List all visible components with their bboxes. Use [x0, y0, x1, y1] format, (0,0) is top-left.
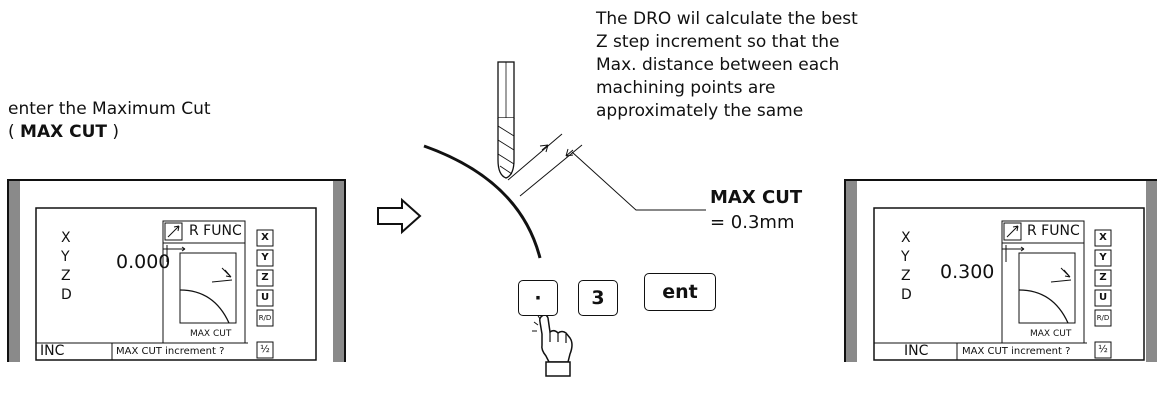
axis-label-z: Z [901, 268, 911, 284]
softkey-u[interactable]: U [260, 292, 270, 303]
dro-explanation-line: Z step increment so that the [596, 32, 840, 52]
softkey-x[interactable]: X [261, 232, 269, 243]
decimal-point-key[interactable]: · [518, 280, 558, 316]
mode-indicator: INC [904, 343, 929, 359]
bezel-right [1146, 181, 1157, 362]
bezel-left [846, 181, 857, 362]
left-caption-line1: enter the Maximum Cut [8, 99, 211, 119]
axis-label-x: X [61, 230, 71, 246]
softkey-y[interactable]: Y [261, 252, 269, 263]
enter-key[interactable]: ent [644, 273, 716, 311]
function-title: R FUNC [189, 223, 242, 239]
readout-value: 0.000 [116, 251, 171, 273]
prompt-text: MAX CUT increment ? [116, 346, 225, 357]
axis-label-y: Y [61, 249, 70, 265]
diagram-label: MAX CUT [1030, 329, 1072, 339]
axis-labels: X Y Z D [61, 229, 72, 305]
left-caption-line2: ( MAX CUT ) [8, 122, 120, 142]
prompt-text: MAX CUT increment ? [962, 346, 1071, 357]
softkey-z[interactable]: Z [1099, 272, 1107, 283]
dro-explanation-line: Max. distance between each [596, 55, 840, 75]
readout-value: 0.300 [940, 261, 995, 283]
function-title: R FUNC [1027, 223, 1080, 239]
axis-label-d: D [61, 287, 72, 303]
softkey-x[interactable]: X [1099, 232, 1107, 243]
axis-label-d: D [901, 287, 912, 303]
axis-label-y: Y [901, 249, 910, 265]
softkey-y[interactable]: Y [1099, 252, 1107, 263]
softkey-z[interactable]: Z [261, 272, 269, 283]
dro-explanation: The DRO wil calculate the best Z step in… [596, 8, 926, 123]
arrow-right-icon [377, 197, 422, 235]
max-cut-bold: MAX CUT [20, 122, 108, 142]
softkey-half[interactable]: ½ [260, 344, 270, 355]
max-cut-value: = 0.3mm [710, 212, 795, 233]
bezel-left [9, 181, 20, 362]
softkey-u[interactable]: U [1098, 292, 1108, 303]
max-cut-label: MAX CUT [710, 187, 803, 208]
workpiece-arc [423, 144, 542, 259]
mode-indicator: INC [40, 343, 65, 359]
axis-labels: X Y Z D [901, 229, 912, 305]
softkey-half[interactable]: ½ [1098, 344, 1108, 355]
axis-label-x: X [901, 230, 911, 246]
digit-3-key[interactable]: 3 [578, 280, 618, 316]
dro-explanation-line: approximately the same [596, 101, 804, 121]
dro-explanation-line: The DRO wil calculate the best [596, 9, 858, 29]
dro-explanation-line: machining points are [596, 78, 776, 98]
pointing-hand-icon [532, 313, 573, 377]
diagram-label: MAX CUT [190, 329, 232, 339]
softkey-r-d[interactable]: R/D [1096, 314, 1110, 322]
end-mill-tool-icon [497, 61, 515, 179]
bezel-right [333, 181, 344, 362]
left-caption: enter the Maximum Cut ( MAX CUT ) [8, 98, 328, 144]
softkey-r-d[interactable]: R/D [258, 314, 272, 322]
axis-label-z: Z [61, 268, 71, 284]
